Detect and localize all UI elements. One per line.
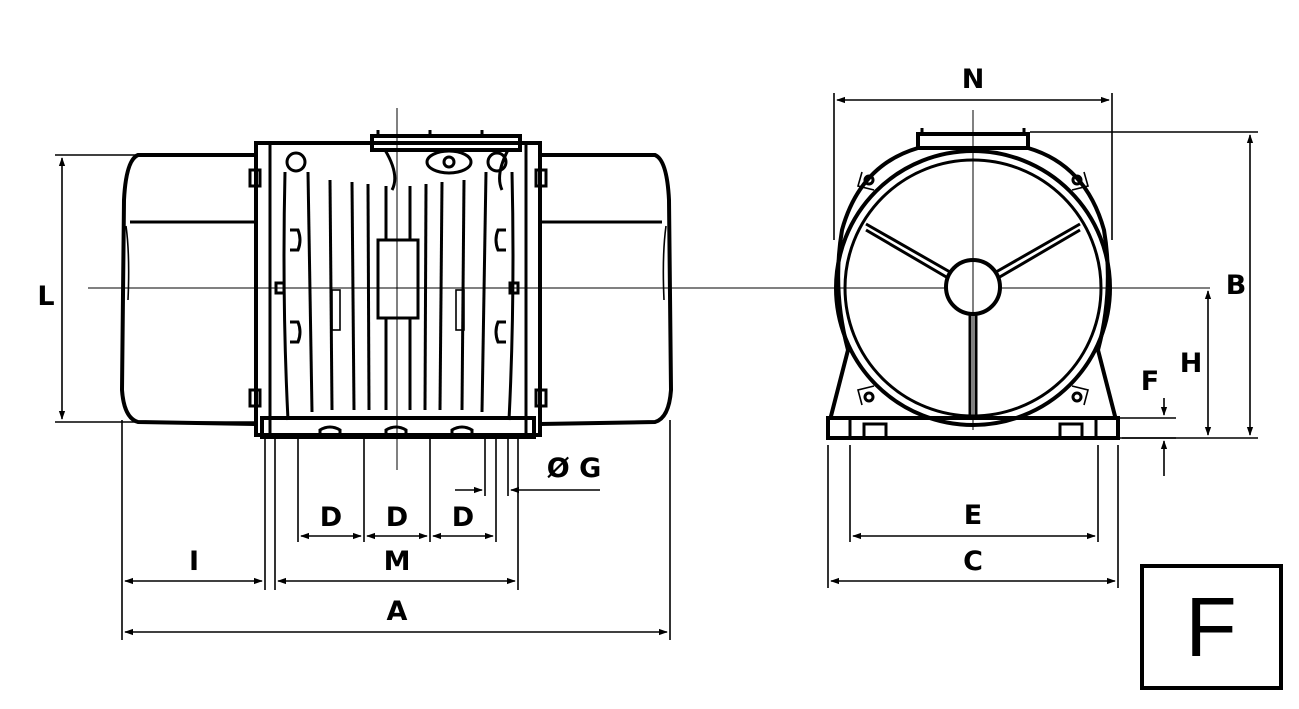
label-A: A <box>387 596 408 627</box>
label-B: B <box>1226 270 1247 301</box>
nameplate <box>376 238 420 320</box>
lifting-lug <box>370 134 522 152</box>
mounting-type-letter: F <box>1185 580 1236 674</box>
motor-body <box>254 141 542 437</box>
label-H: H <box>1180 348 1203 379</box>
label-E: E <box>964 500 982 531</box>
label-I: I <box>189 546 199 577</box>
label-M: M <box>384 546 411 577</box>
label-L: L <box>37 281 54 312</box>
label-D-3: D <box>452 502 474 533</box>
label-N: N <box>962 64 985 95</box>
mounting-type-box: F <box>1140 564 1283 690</box>
dimension-labels: N L B H F Ø G D D D M I A E C <box>37 64 1246 627</box>
dimensions <box>55 93 1258 640</box>
side-view <box>88 108 1210 470</box>
front-view <box>826 110 1120 440</box>
label-F: F <box>1141 366 1159 397</box>
left-end-cap <box>119 153 256 426</box>
side-base-foot <box>260 416 536 439</box>
label-D-1: D <box>320 502 342 533</box>
label-C: C <box>963 546 983 577</box>
spokes <box>865 222 1081 416</box>
right-end-cap <box>539 153 674 426</box>
label-G: Ø G <box>547 453 602 484</box>
label-D-2: D <box>386 502 408 533</box>
